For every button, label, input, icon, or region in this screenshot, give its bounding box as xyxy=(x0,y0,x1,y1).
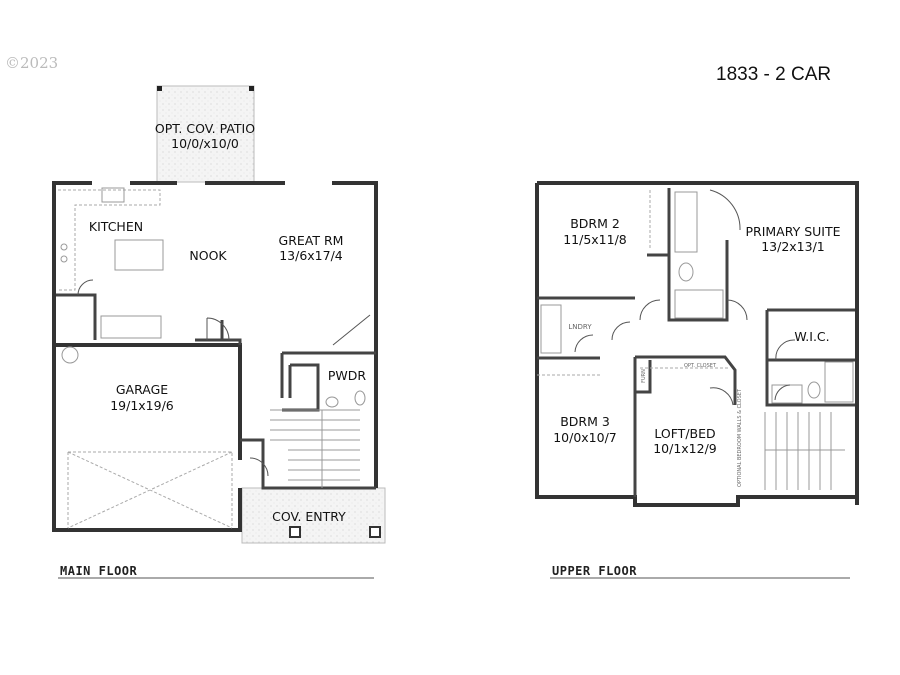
room-size-great-room: 13/6x17/4 xyxy=(279,248,343,263)
toilet-icon xyxy=(354,390,366,406)
closet-shelf xyxy=(537,190,730,376)
post-icon xyxy=(157,86,162,91)
garage-door-outline xyxy=(67,451,233,529)
room-label-walk-in-closet: W.I.C. xyxy=(794,329,829,344)
vanity-icon xyxy=(674,191,698,253)
post-icon xyxy=(369,526,381,538)
room-label-bedroom-2: BDRM 2 xyxy=(570,216,620,231)
bathtub-icon xyxy=(824,361,854,403)
room-label-laundry: LNDRY xyxy=(568,323,592,331)
interior-wall xyxy=(56,293,320,412)
staircase xyxy=(764,412,845,490)
toilet-icon xyxy=(678,262,694,282)
plan-title: 1833 - 2 CAR xyxy=(716,64,831,85)
room-label-patio: OPT. COV. PATIO xyxy=(155,121,255,136)
patio-area xyxy=(156,85,255,183)
kitchen-counter xyxy=(100,315,162,339)
interior-wall xyxy=(647,188,729,322)
room-size-garage: 19/1x19/6 xyxy=(110,398,174,413)
room-label-bedroom-3: BDRM 3 xyxy=(560,414,610,429)
exterior-wall xyxy=(535,181,859,507)
room-label-great-room: GREAT RM xyxy=(279,233,344,248)
staircase xyxy=(270,409,360,488)
door-swing xyxy=(77,279,94,296)
upper-floor-plan: BDRM 2 11/5x11/8 PRIMARY SUITE 13/2x13/1… xyxy=(535,181,859,579)
room-size-patio: 10/0/x10/0 xyxy=(171,136,239,151)
interior-wall xyxy=(195,320,376,490)
room-size-primary-suite: 13/2x13/1 xyxy=(761,239,825,254)
door-swing xyxy=(249,457,269,477)
cooktop-icon xyxy=(60,255,68,263)
copyright-watermark: ©2023 xyxy=(5,54,58,72)
room-size-bedroom-3: 10/0x10/7 xyxy=(553,430,617,445)
toilet-icon xyxy=(325,396,339,408)
main-floor-label: MAIN FLOOR xyxy=(60,564,138,578)
sink-icon xyxy=(101,187,125,203)
room-size-loft-bed: 10/1x12/9 xyxy=(653,441,717,456)
opt-closet-label: OPT. CLOSET xyxy=(684,363,717,369)
entry-porch-area xyxy=(241,487,386,544)
room-label-garage: GARAGE xyxy=(116,382,168,397)
interior-wall xyxy=(765,308,855,407)
main-floor-plan: OPT. COV. PATIO 10/0/x10/0 KITCHEN NOOK … xyxy=(52,85,386,579)
kitchen-island xyxy=(114,239,164,271)
door-swing xyxy=(206,317,230,341)
upper-floor-label: UPPER FLOOR xyxy=(552,564,637,578)
interior-wall xyxy=(635,355,737,405)
optional-walls-note: OPTIONAL BEDROOM WALLS & CLOSET xyxy=(737,388,743,487)
shower-icon xyxy=(674,289,724,319)
door-swing xyxy=(574,189,796,406)
room-label-kitchen: KITCHEN xyxy=(89,219,143,234)
room-label-powder: PWDR xyxy=(328,368,367,383)
room-label-loft-bed: LOFT/BED xyxy=(654,426,715,441)
post-icon xyxy=(289,526,301,538)
furnace-label: FURN xyxy=(641,369,647,383)
exterior-wall xyxy=(130,181,378,488)
cooktop-icon xyxy=(60,243,68,251)
room-size-bedroom-2: 11/5x11/8 xyxy=(563,232,627,247)
kitchen-counter xyxy=(58,189,161,291)
interior-wall xyxy=(537,296,637,497)
post-icon xyxy=(249,86,254,91)
room-label-primary-suite: PRIMARY SUITE xyxy=(745,224,840,239)
room-label-covered-entry: COV. ENTRY xyxy=(272,509,346,524)
door-swing xyxy=(332,314,371,346)
washer-dryer-icon xyxy=(540,304,562,354)
water-heater-icon xyxy=(61,346,79,364)
room-label-nook: NOOK xyxy=(189,248,227,263)
toilet-icon xyxy=(807,381,821,399)
exterior-wall xyxy=(52,181,242,532)
